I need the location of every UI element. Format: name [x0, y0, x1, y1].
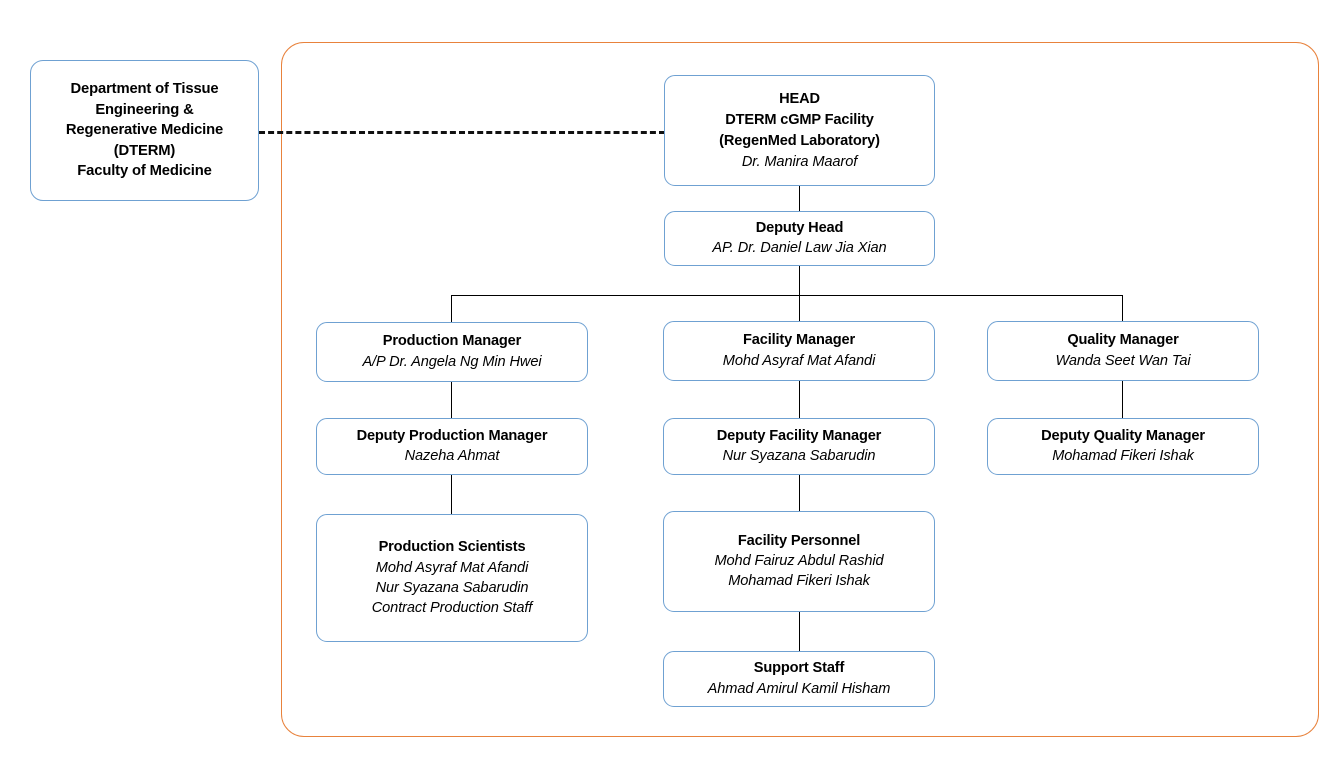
department-title: Department of Tissue Engineering & Regen…	[65, 81, 224, 180]
department-box[interactable]: Department of Tissue Engineering & Regen…	[30, 60, 259, 201]
node-facility-manager-title: Facility Manager	[743, 332, 855, 349]
node-deputy-production-manager-person: Nazeha Ahmat	[404, 448, 500, 465]
connector-bus-drop-production	[451, 295, 452, 322]
facility-boundary	[281, 42, 1319, 737]
node-head-person: Dr. Manira Maarof	[741, 154, 858, 170]
node-facility-personnel-person-2: Mohamad Fikeri Ishak	[728, 573, 870, 590]
node-production-scientists-person-2: Nur Syazana Sabarudin	[375, 579, 529, 596]
node-deputy-production-manager[interactable]: Deputy Production Manager Nazeha Ahmat	[316, 418, 588, 475]
node-production-manager-person: A/P Dr. Angela Ng Min Hwei	[362, 353, 542, 370]
connector-bus-drop-facility	[799, 295, 800, 321]
node-deputy-head-title: Deputy Head	[755, 219, 844, 236]
connector-facility-personnel-to-support	[799, 612, 800, 651]
node-head-title: HEAD DTERM cGMP Facility (RegenMed Labor…	[719, 91, 880, 149]
connector-bus-drop-quality	[1122, 295, 1123, 321]
connector-production-manager-to-deputy	[451, 382, 452, 418]
node-deputy-facility-manager[interactable]: Deputy Facility Manager Nur Syazana Saba…	[663, 418, 935, 475]
node-deputy-head[interactable]: Deputy Head AP. Dr. Daniel Law Jia Xian	[664, 211, 935, 266]
node-head[interactable]: HEAD DTERM cGMP Facility (RegenMed Labor…	[664, 75, 935, 186]
connector-head-to-deputy-head	[799, 186, 800, 211]
node-facility-manager[interactable]: Facility Manager Mohd Asyraf Mat Afandi	[663, 321, 935, 381]
node-production-scientists-person-3: Contract Production Staff	[371, 599, 533, 616]
dashed-connector-department-to-head	[259, 131, 665, 134]
connector-deputy-facility-to-personnel	[799, 475, 800, 511]
connector-facility-manager-to-deputy	[799, 381, 800, 418]
node-quality-manager-person: Wanda Seet Wan Tai	[1055, 352, 1191, 369]
node-production-scientists-title: Production Scientists	[378, 539, 526, 556]
node-deputy-production-manager-title: Deputy Production Manager	[356, 427, 548, 444]
node-deputy-quality-manager-person: Mohamad Fikeri Ishak	[1052, 448, 1194, 465]
node-deputy-facility-manager-person: Nur Syazana Sabarudin	[722, 448, 876, 465]
node-production-scientists-person-1: Mohd Asyraf Mat Afandi	[375, 559, 529, 576]
connector-deputy-production-to-scientists	[451, 475, 452, 514]
node-production-manager-title: Production Manager	[382, 333, 522, 350]
node-deputy-head-person: AP. Dr. Daniel Law Jia Xian	[712, 240, 887, 257]
node-facility-personnel[interactable]: Facility Personnel Mohd Fairuz Abdul Ras…	[663, 511, 935, 612]
node-facility-personnel-title: Facility Personnel	[737, 532, 861, 549]
node-deputy-quality-manager-title: Deputy Quality Manager	[1041, 427, 1205, 444]
connector-quality-manager-to-deputy	[1122, 381, 1123, 418]
node-support-staff[interactable]: Support Staff Ahmad Amirul Kamil Hisham	[663, 651, 935, 707]
node-support-staff-person: Ahmad Amirul Kamil Hisham	[707, 680, 891, 697]
node-facility-personnel-person-1: Mohd Fairuz Abdul Rashid	[714, 553, 884, 570]
connector-bus	[451, 295, 1123, 296]
node-production-manager[interactable]: Production Manager A/P Dr. Angela Ng Min…	[316, 322, 588, 382]
node-quality-manager[interactable]: Quality Manager Wanda Seet Wan Tai	[987, 321, 1259, 381]
node-deputy-quality-manager[interactable]: Deputy Quality Manager Mohamad Fikeri Is…	[987, 418, 1259, 475]
node-production-scientists[interactable]: Production Scientists Mohd Asyraf Mat Af…	[316, 514, 588, 642]
connector-deputy-head-drop	[799, 266, 800, 296]
node-support-staff-title: Support Staff	[753, 660, 845, 677]
node-quality-manager-title: Quality Manager	[1067, 332, 1179, 349]
node-deputy-facility-manager-title: Deputy Facility Manager	[716, 427, 882, 444]
node-facility-manager-person: Mohd Asyraf Mat Afandi	[722, 352, 876, 369]
